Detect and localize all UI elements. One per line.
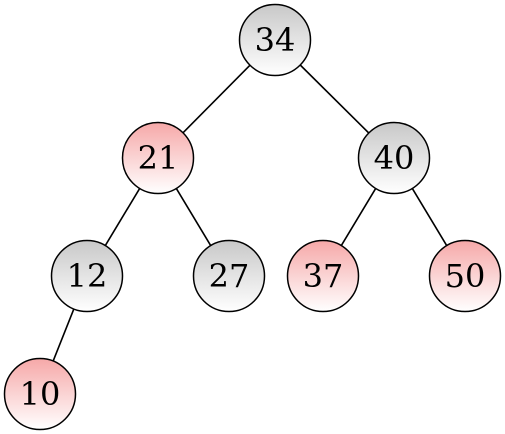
edge-21-27 [175,188,212,246]
node-circle-black [50,239,124,313]
edge-40-50 [411,188,448,246]
node-label: 27 [209,257,250,295]
node-circle-red [428,239,502,313]
node-label: 12 [67,257,108,295]
node-label: 21 [138,139,179,177]
node-circle-black [357,121,431,195]
node-circle-red [286,239,360,313]
edge-40-37 [340,188,377,246]
node-label: 37 [303,257,344,295]
tree-node-12: 12 [50,239,124,313]
edge-21-12 [104,188,141,246]
tree-edges [52,64,448,362]
tree-node-50: 50 [428,239,502,313]
tree-node-27: 27 [192,239,266,313]
tree-node-40: 40 [357,121,431,195]
node-circle-red [121,121,195,195]
tree-nodes: 34 21 40 12 27 37 50 10 [3,3,502,431]
node-label: 50 [445,257,486,295]
edge-34-40 [299,64,370,134]
node-circle-black [192,239,266,313]
node-label: 40 [374,139,415,177]
tree-node-34: 34 [238,3,312,77]
node-label: 10 [20,375,61,413]
tree-node-10: 10 [3,357,77,431]
edge-34-21 [182,64,251,134]
node-circle-red [3,357,77,431]
edge-12-10 [52,308,75,362]
node-circle-black [238,3,312,77]
tree-node-21: 21 [121,121,195,195]
node-label: 34 [255,21,296,59]
tree-node-37: 37 [286,239,360,313]
